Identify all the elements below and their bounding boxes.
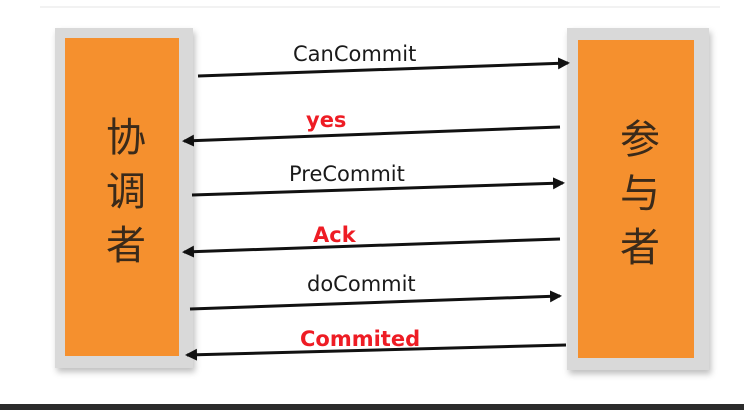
precommit-label: PreCommit [289, 162, 405, 186]
precommit-arrow [191, 177, 565, 197]
cancommit-arrow [197, 57, 570, 78]
ack-label: Ack [313, 223, 356, 247]
participant-label: 参与者 [613, 118, 659, 280]
top-divider [40, 6, 720, 8]
yes-label: yes [306, 108, 347, 132]
coordinator-box: 协调者 [65, 38, 179, 356]
commited-arrow [185, 343, 567, 361]
docommit-arrow [189, 290, 562, 311]
cancommit-label: CanCommit [293, 42, 417, 66]
bottom-border [0, 404, 744, 410]
docommit-label: doCommit [307, 272, 416, 296]
yes-arrow [182, 125, 561, 147]
coordinator-label: 协调者 [99, 116, 145, 278]
ack-arrow [182, 237, 561, 258]
participant-box: 参与者 [578, 40, 694, 358]
commited-label: Commited [300, 327, 421, 351]
